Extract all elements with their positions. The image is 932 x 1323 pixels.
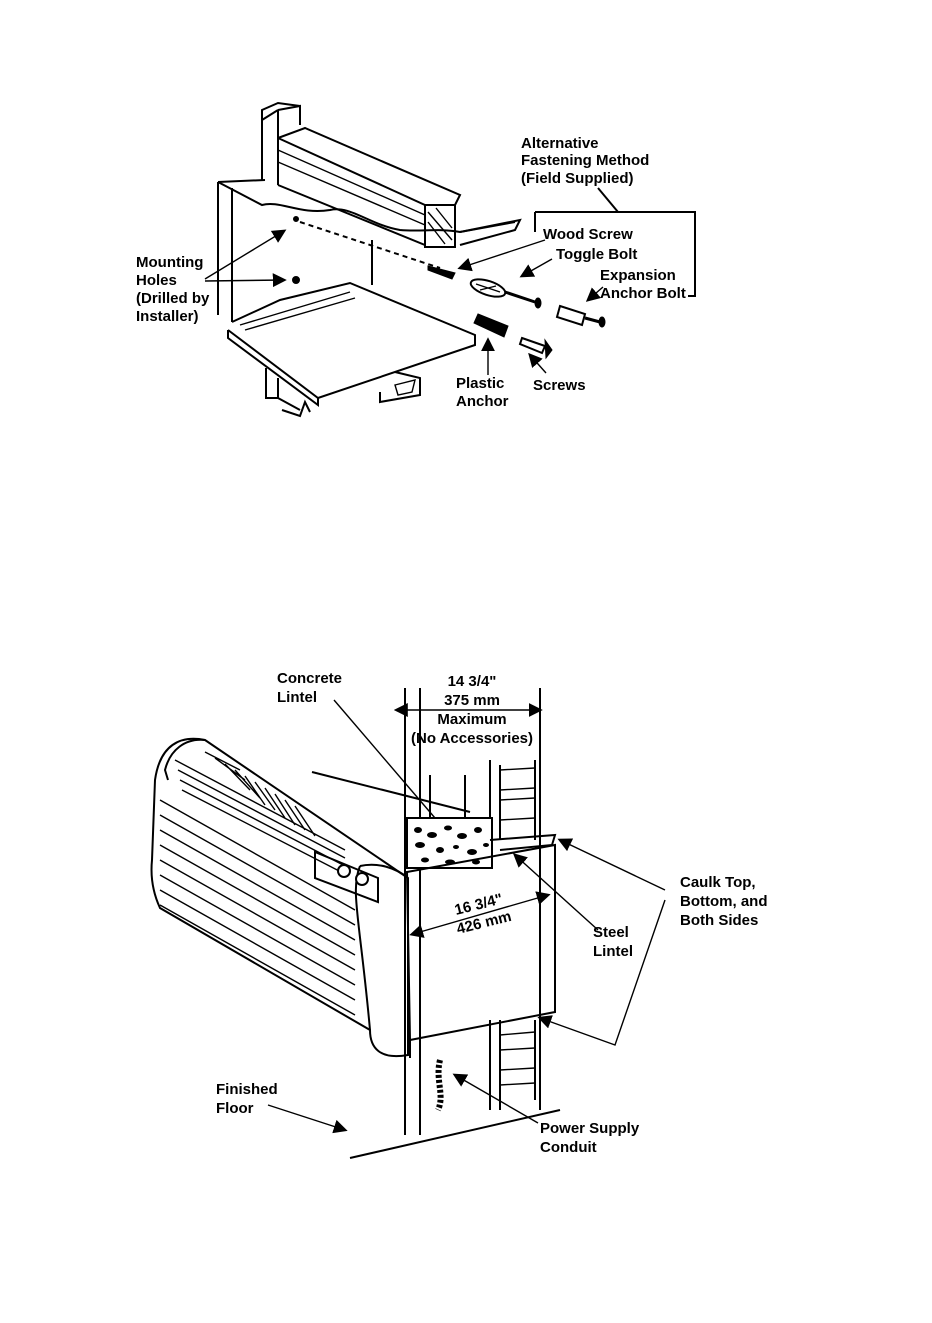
label-steel-line1: Steel — [593, 924, 629, 941]
label-mount-line3: (Drilled by — [136, 290, 210, 307]
plastic-anchor-icon — [473, 313, 509, 338]
label-concrete-line1: Concrete — [277, 670, 342, 687]
installation-diagram-svg: Concrete Lintel 14 3/4" 375 mm Maximum (… — [150, 670, 768, 1159]
fastening-diagram-svg: Alternative Fastening Method (Field Supp… — [136, 101, 696, 418]
concrete-lintel — [406, 817, 493, 869]
label-dim-top-line4: (No Accessories) — [411, 730, 533, 747]
label-plastic-line1: Plastic — [456, 375, 504, 392]
dimension-depth — [409, 891, 551, 938]
label-caulk-line2: Bottom, and — [680, 893, 768, 910]
expansion-anchor-bolt-icon — [555, 304, 606, 328]
wall-installation-diagram: Concrete Lintel 14 3/4" 375 mm Maximum (… — [0, 640, 932, 1200]
label-power-line1: Power Supply — [540, 1120, 640, 1137]
label-mount-line1: Mounting — [136, 254, 203, 271]
label-power-line2: Conduit — [540, 1139, 597, 1156]
label-expansion-line1: Expansion — [600, 267, 676, 284]
mounting-hole-lower — [292, 276, 300, 284]
mounting-hole-upper — [293, 216, 299, 222]
label-alt-line2: Fastening Method — [521, 152, 649, 169]
label-dim-top-line2: 375 mm — [444, 692, 500, 709]
label-mount-line2: Holes — [136, 272, 177, 289]
label-floor-line2: Floor — [216, 1100, 254, 1117]
concrete-leader — [333, 699, 436, 819]
label-concrete-line2: Lintel — [277, 689, 317, 706]
label-screws: Screws — [533, 377, 586, 394]
wall-structure — [311, 688, 561, 1159]
label-dim-top-line3: Maximum — [437, 711, 506, 728]
wall-sleeve-drawing — [217, 101, 522, 418]
label-expansion-line2: Anchor Bolt — [600, 285, 686, 302]
label-mount-line4: Installer) — [136, 308, 199, 325]
label-caulk-line3: Both Sides — [680, 912, 758, 929]
power-conduit — [435, 1059, 444, 1112]
ptac-unit-drawing — [150, 737, 409, 1058]
toggle-bolt-icon — [469, 278, 542, 309]
alt-method-bracket — [535, 211, 696, 297]
label-caulk-line1: Caulk Top, — [680, 874, 756, 891]
label-wood-screw: Wood Screw — [543, 226, 633, 243]
label-toggle-bolt: Toggle Bolt — [556, 246, 637, 263]
label-plastic-line2: Anchor — [456, 393, 509, 410]
label-alt-line1: Alternative — [521, 135, 599, 152]
label-steel-line2: Lintel — [593, 943, 633, 960]
label-floor-line1: Finished — [216, 1081, 278, 1098]
label-alt-line3: (Field Supplied) — [521, 170, 634, 187]
wood-screw-icon — [427, 265, 456, 280]
label-dim-top-line1: 14 3/4" — [448, 673, 497, 690]
screws-icon — [518, 336, 553, 360]
fastening-methods-diagram: Alternative Fastening Method (Field Supp… — [0, 0, 932, 460]
